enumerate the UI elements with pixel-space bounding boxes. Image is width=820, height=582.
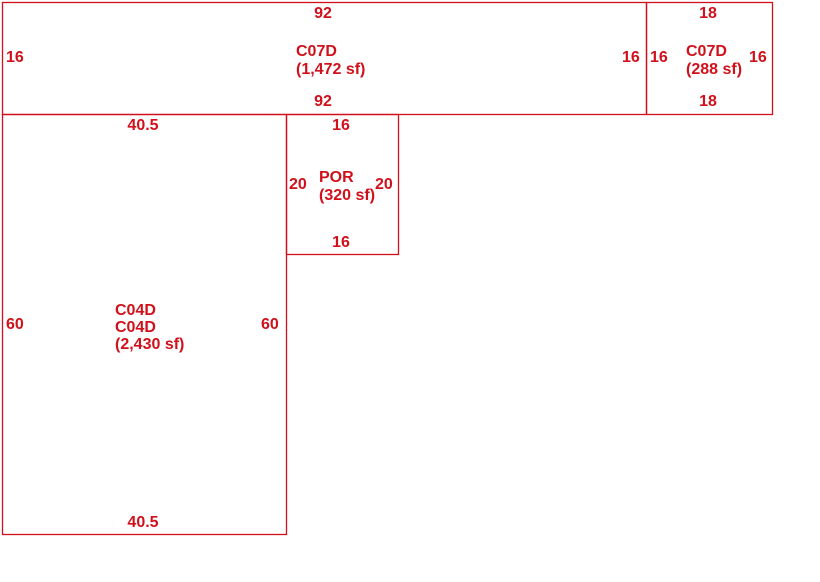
c04d-bottom-dimension: 40.5 xyxy=(127,514,159,531)
c07d-main-code: C07D xyxy=(296,43,337,60)
por-bottom-dimension: 16 xyxy=(332,234,350,251)
c07d-main-top-dimension: 92 xyxy=(314,5,332,22)
c04d-left-dimension: 60 xyxy=(6,316,24,333)
por-top-dimension: 16 xyxy=(332,117,350,134)
por-right-dimension: 20 xyxy=(375,176,393,193)
c04d-top-dimension: 40.5 xyxy=(127,117,159,134)
c07d-small-left-dimension: 16 xyxy=(650,49,668,66)
por-code: POR xyxy=(319,169,354,186)
c04d-right-dimension: 60 xyxy=(261,316,279,333)
c07d-small-bottom-dimension: 18 xyxy=(699,93,717,110)
c07d-main-left-dimension: 16 xyxy=(6,49,24,66)
por-area: (320 sf) xyxy=(319,187,376,204)
c07d-main-bottom-dimension: 92 xyxy=(314,93,332,110)
c04d-code-2: C04D xyxy=(115,319,156,336)
c07d-small-code: C07D xyxy=(686,43,727,60)
c04d-code-1: C04D xyxy=(115,302,156,319)
c07d-main-area: (1,472 sf) xyxy=(296,61,366,78)
c04d-outline xyxy=(1,113,288,536)
c07d-small-top-dimension: 18 xyxy=(699,5,717,22)
por-left-dimension: 20 xyxy=(289,176,307,193)
c07d-small-area: (288 sf) xyxy=(686,61,743,78)
c07d-small-outline xyxy=(645,1,774,116)
c07d-main-right-dimension: 16 xyxy=(622,49,640,66)
c04d-area: (2,430 sf) xyxy=(115,336,185,353)
c07d-small-right-dimension: 16 xyxy=(749,49,767,66)
